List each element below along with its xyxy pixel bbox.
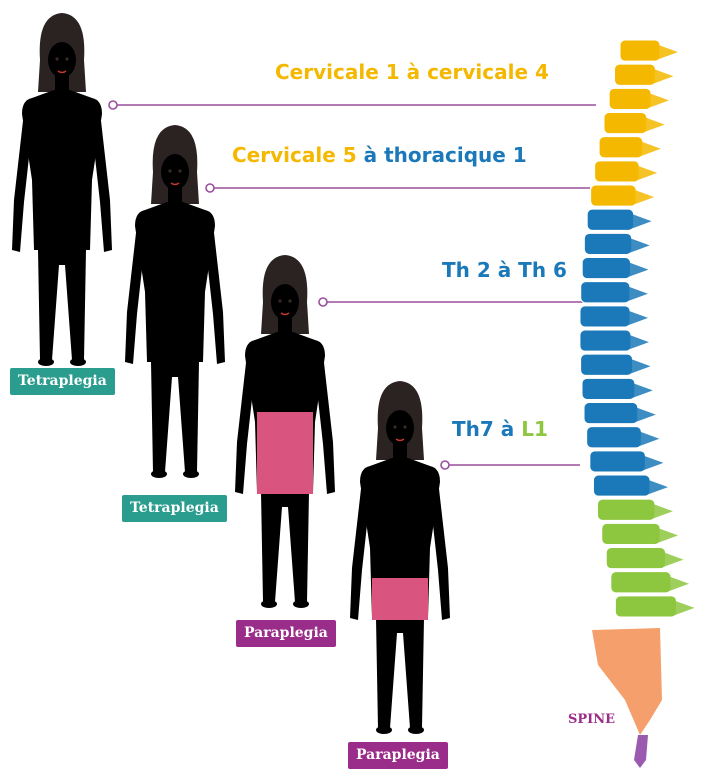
vertebra-process (626, 262, 648, 278)
vertebra (590, 451, 646, 472)
vertebra-process (639, 141, 661, 157)
vertebra-process (646, 479, 668, 495)
vertebra-process (631, 382, 653, 398)
vertebra-process (635, 165, 657, 181)
figure-tetraplegia-2 (125, 125, 225, 478)
vertebra (595, 161, 640, 182)
vertebra-process (629, 358, 651, 374)
figure-tetraplegia-1 (12, 13, 112, 366)
figure-paraplegia-2 (350, 381, 450, 734)
badge-paraplegia-2: Paraplegia (348, 742, 448, 769)
vertebra (587, 427, 642, 448)
vertebra (591, 185, 637, 206)
vertebra (580, 306, 630, 327)
vertebra (599, 137, 643, 158)
spine-illustration (580, 40, 695, 768)
vertebra-process (656, 527, 678, 543)
vertebra-process (672, 600, 694, 616)
vertebra (582, 258, 630, 279)
vertebra-process (641, 455, 663, 471)
vertebra-process (627, 334, 649, 350)
level-label-c5-t1: Cervicale 5 à thoracique 1 (232, 143, 527, 167)
coccyx (634, 735, 648, 768)
vertebra-process (626, 310, 648, 326)
spine-caption: SPINE (568, 712, 615, 727)
vertebra-process (651, 68, 673, 84)
vertebra (604, 113, 647, 134)
vertebra-process (667, 576, 689, 592)
vertebra (615, 64, 656, 85)
vertebra (580, 330, 631, 351)
vertebra (620, 40, 660, 61)
vertebra (611, 572, 671, 593)
vertebra-process (637, 431, 659, 447)
badge-paraplegia-1: Paraplegia (236, 620, 336, 647)
vertebra (584, 403, 638, 424)
vertebra (597, 499, 654, 520)
vertebra (587, 209, 633, 230)
figure-paraplegia-1 (235, 255, 335, 608)
vertebra-process (647, 92, 669, 108)
level-label-t2-t6: Th 2 à Th 6 (442, 258, 567, 282)
badge-tetraplegia-1: Tetraplegia (10, 368, 115, 395)
vertebra (606, 548, 665, 569)
vertebra-process (651, 503, 673, 519)
vertebra (615, 596, 676, 617)
vertebra (609, 88, 651, 109)
badge-tetraplegia-2: Tetraplegia (122, 495, 227, 522)
vertebra (593, 475, 650, 496)
level-label-t7-l1: Th7 à L1 (452, 417, 548, 441)
level-label-c1-c4: Cervicale 1 à cervicale 4 (275, 60, 549, 84)
vertebra-process (632, 189, 654, 205)
vertebra-process (634, 407, 656, 423)
vertebra (581, 282, 630, 303)
vertebra (584, 233, 631, 254)
vertebra-process (630, 213, 652, 229)
vertebra (581, 354, 633, 375)
vertebra-process (656, 44, 678, 60)
vertebra-process (662, 552, 684, 568)
vertebra-process (628, 237, 650, 253)
vertebra-process (643, 117, 665, 133)
vertebra-process (626, 286, 648, 302)
vertebra (602, 523, 660, 544)
vertebra (582, 378, 635, 399)
